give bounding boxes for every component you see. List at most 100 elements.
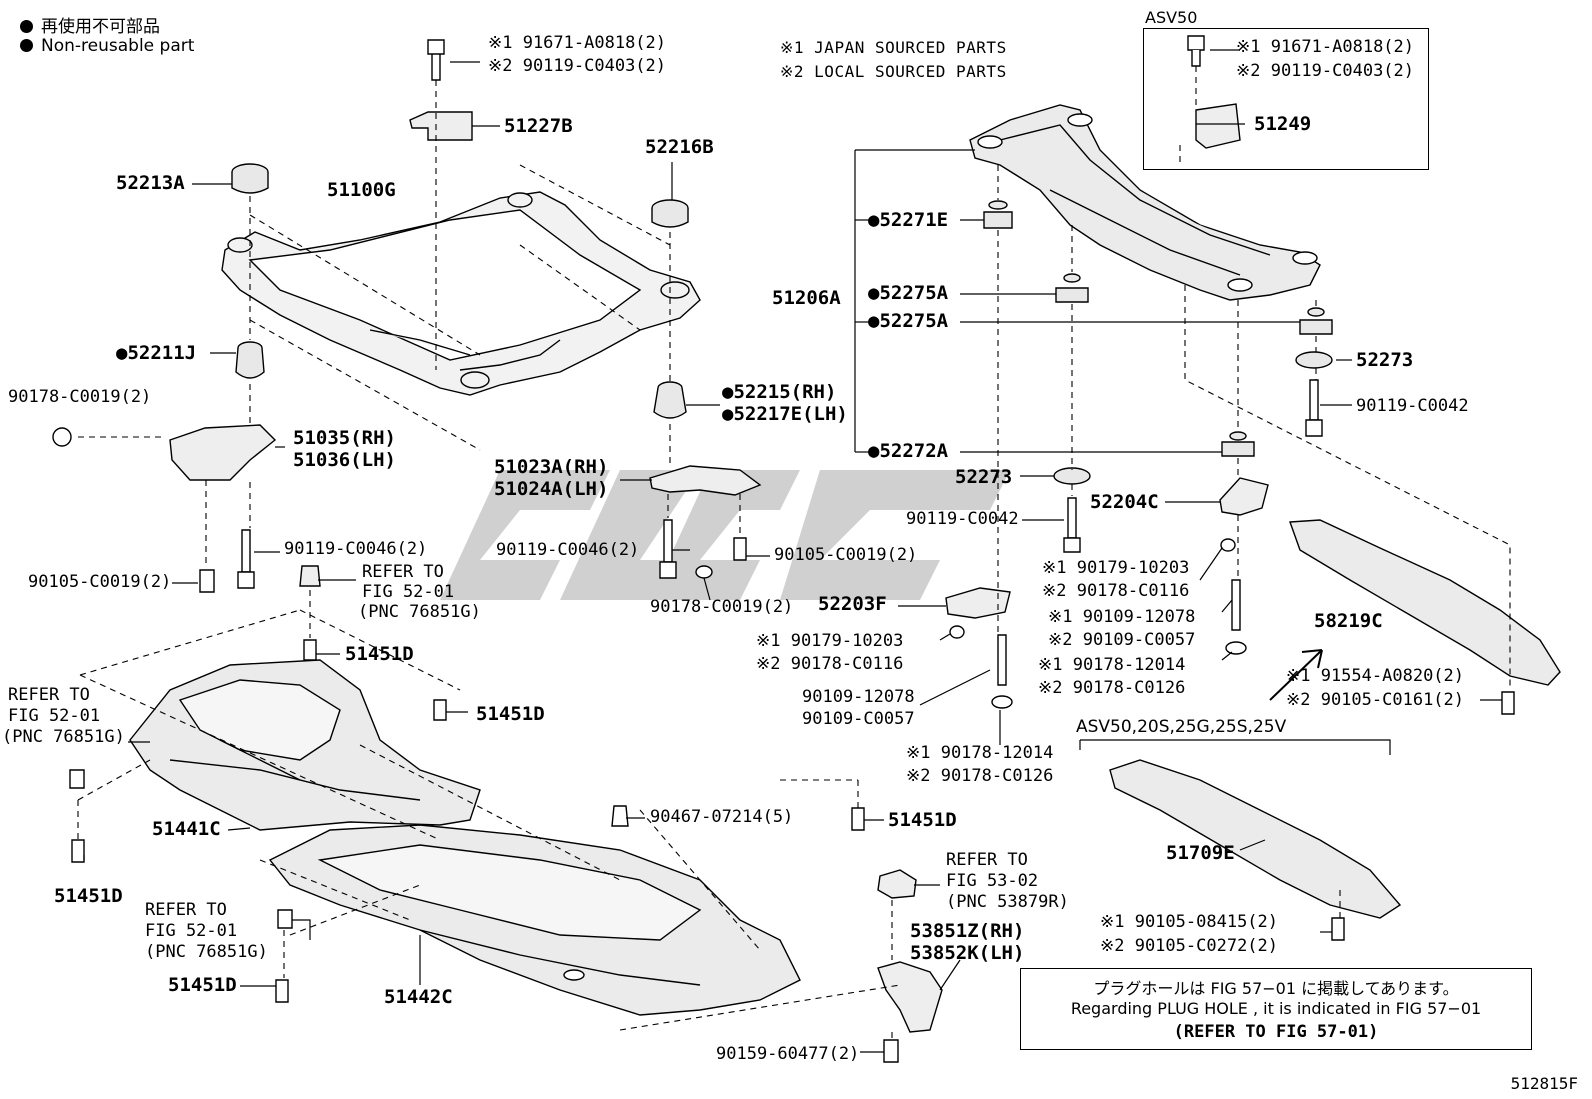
- label-51451d-2[interactable]: 51451D: [476, 703, 545, 725]
- brace-51709e: [1109, 759, 1402, 919]
- bolts-front: [199, 519, 747, 593]
- front-crossmember-51100g: [221, 191, 701, 396]
- label-s2-90178-c0126-a[interactable]: ※2 90178-C0126: [1038, 678, 1186, 698]
- mount-52216b: [651, 199, 689, 228]
- refer-4-line-2[interactable]: FIG 53-02: [946, 871, 1039, 891]
- refer-1-line-1[interactable]: REFER TO: [362, 562, 444, 582]
- label-s1-90178-12014-b[interactable]: ※1 90178-12014: [906, 743, 1054, 763]
- inset-frame: [1143, 28, 1429, 170]
- refer-1-line-3[interactable]: (PNC 76851G): [358, 602, 481, 622]
- label-90159[interactable]: 90159-60477(2): [716, 1044, 860, 1064]
- inset-label-1[interactable]: ※1 91671-A0818(2): [1236, 37, 1415, 57]
- label-53851z[interactable]: 53851Z(RH): [910, 920, 1025, 942]
- label-51442c[interactable]: 51442C: [384, 986, 453, 1008]
- label-s2-90178-c0126-b[interactable]: ※2 90178-C0126: [906, 766, 1054, 786]
- direction-arrow: [1269, 649, 1323, 701]
- legend-jp: 再使用不可部品: [20, 12, 160, 37]
- label-52273-r[interactable]: 52273: [1356, 349, 1414, 371]
- label-91671-a0818[interactable]: ※1 91671-A0818(2): [488, 33, 667, 53]
- label-51451d-1[interactable]: 51451D: [345, 643, 414, 665]
- sourcing-note-2: ※2 LOCAL SOURCED PARTS: [780, 62, 1007, 81]
- label-s2-90105-c0161[interactable]: ※2 90105-C0161(2): [1286, 690, 1465, 710]
- label-51709e[interactable]: 51709E: [1166, 842, 1235, 864]
- fasteners-covers: [69, 639, 865, 1003]
- label-52213a[interactable]: 52213A: [116, 172, 185, 194]
- label-90109-c0057[interactable]: 90109-C0057: [802, 709, 915, 729]
- label-s1-90178-12014-a[interactable]: ※1 90178-12014: [1038, 655, 1186, 675]
- label-51035[interactable]: 51035(RH): [293, 427, 396, 449]
- bracket-52203f: [945, 587, 1011, 619]
- label-52273-m[interactable]: 52273: [955, 466, 1013, 488]
- refer-3-line-2[interactable]: FIG 52-01: [145, 921, 238, 941]
- label-52203f[interactable]: 52203F: [818, 593, 887, 615]
- bullet-icon: [20, 20, 33, 33]
- note-en: Regarding PLUG HOLE , it is indicated in…: [1070, 999, 1482, 1018]
- bolts-rear: [949, 35, 1515, 941]
- refer-2-line-2[interactable]: FIG 52-01: [8, 706, 101, 726]
- label-s1-90179-b[interactable]: ※1 90179-10203: [756, 631, 904, 651]
- label-52275a-2[interactable]: ●52275A: [868, 310, 949, 332]
- label-90178-c0019-a[interactable]: 90178-C0019(2): [8, 387, 152, 407]
- bracket-51035-51036: [169, 424, 277, 481]
- refer-1-line-2[interactable]: FIG 52-01: [362, 582, 455, 602]
- refer-2-line-3[interactable]: (PNC 76851G): [2, 727, 125, 747]
- refer-4-line-3[interactable]: (PNC 53879R): [946, 892, 1069, 912]
- label-90178-c0019-b[interactable]: 90178-C0019(2): [650, 597, 794, 617]
- refer-2-line-1[interactable]: REFER TO: [8, 685, 90, 705]
- label-90105-c0019-a[interactable]: 90105-C0019(2): [28, 572, 172, 592]
- bracket-52204c: [1219, 477, 1269, 516]
- mount-52215: [653, 381, 687, 419]
- label-52215[interactable]: ●52215(RH): [722, 381, 837, 403]
- label-52272a[interactable]: ●52272A: [868, 440, 949, 462]
- label-53852k[interactable]: 53852K(LH): [910, 942, 1025, 964]
- label-90119-c0403[interactable]: ※2 90119-C0403(2): [488, 56, 667, 76]
- label-90119-c0042-r[interactable]: 90119-C0042: [1356, 396, 1469, 416]
- label-51451d-4[interactable]: 51451D: [888, 809, 957, 831]
- label-51100g[interactable]: 51100G: [327, 179, 396, 201]
- label-51441c[interactable]: 51441C: [152, 818, 221, 840]
- refer-3-line-1[interactable]: REFER TO: [145, 900, 227, 920]
- note-jp: プラグホールは FIG 57−01 に掲載してあります。: [1093, 979, 1459, 998]
- label-52271e[interactable]: ●52271E: [868, 209, 949, 231]
- label-52217e[interactable]: ●52217E(LH): [722, 403, 848, 425]
- inset-label-2[interactable]: ※2 90119-C0403(2): [1236, 61, 1415, 81]
- label-90119-c0046-a[interactable]: 90119-C0046(2): [284, 539, 428, 559]
- refer-4-line-1[interactable]: REFER TO: [946, 850, 1028, 870]
- label-s1-90105-08415[interactable]: ※1 90105-08415(2): [1100, 912, 1279, 932]
- label-52275a-1[interactable]: ●52275A: [868, 282, 949, 304]
- label-90105-c0019-b[interactable]: 90105-C0019(2): [774, 545, 918, 565]
- label-90119-c0042-m[interactable]: 90119-C0042: [906, 509, 1019, 529]
- note-ref[interactable]: (REFER TO FIG 57-01): [1173, 1022, 1379, 1042]
- rear-crossmember-51206a: [969, 104, 1321, 301]
- label-s2-90109-c0057[interactable]: ※2 90109-C0057: [1048, 630, 1196, 650]
- label-90119-c0046-b[interactable]: 90119-C0046(2): [496, 540, 640, 560]
- label-58219c[interactable]: 58219C: [1314, 610, 1383, 632]
- inset-label-51249[interactable]: 51249: [1254, 113, 1312, 135]
- label-s1-90179-a[interactable]: ※1 90179-10203: [1042, 558, 1190, 578]
- legend-jp-text: 再使用不可部品: [41, 17, 160, 37]
- label-51206a[interactable]: 51206A: [772, 287, 841, 309]
- bracket-51227b: [409, 111, 473, 141]
- label-51227b[interactable]: 51227B: [504, 115, 573, 137]
- label-s2-90178-c0116-b[interactable]: ※2 90178-C0116: [756, 654, 904, 674]
- label-52204c[interactable]: 52204C: [1090, 491, 1159, 513]
- label-s1-91554[interactable]: ※1 91554-A0820(2): [1286, 666, 1465, 686]
- bolt-90159: [883, 1039, 899, 1063]
- label-s2-90105-c0272[interactable]: ※2 90105-C0272(2): [1100, 936, 1279, 956]
- label-52211j[interactable]: ●52211J: [116, 342, 197, 364]
- label-s2-90178-c0116-a[interactable]: ※2 90178-C0116: [1042, 581, 1190, 601]
- refer-3-line-3[interactable]: (PNC 76851G): [145, 942, 268, 962]
- label-51451d-5[interactable]: 51451D: [168, 974, 237, 996]
- variant-note: ASV50,20S,25G,25S,25V: [1076, 717, 1287, 737]
- label-90467[interactable]: 90467-07214(5): [650, 807, 794, 827]
- label-51024a[interactable]: 51024A(LH): [494, 478, 609, 500]
- label-s1-90109-12078[interactable]: ※1 90109-12078: [1048, 607, 1196, 627]
- label-51451d-3[interactable]: 51451D: [54, 885, 123, 907]
- label-51023a[interactable]: 51023A(RH): [494, 456, 609, 478]
- label-52216b[interactable]: 52216B: [645, 136, 714, 158]
- label-90109-12078[interactable]: 90109-12078: [802, 687, 915, 707]
- label-51036[interactable]: 51036(LH): [293, 449, 396, 471]
- plug-hole-note: プラグホールは FIG 57−01 に掲載してあります。 Regarding P…: [1020, 968, 1532, 1050]
